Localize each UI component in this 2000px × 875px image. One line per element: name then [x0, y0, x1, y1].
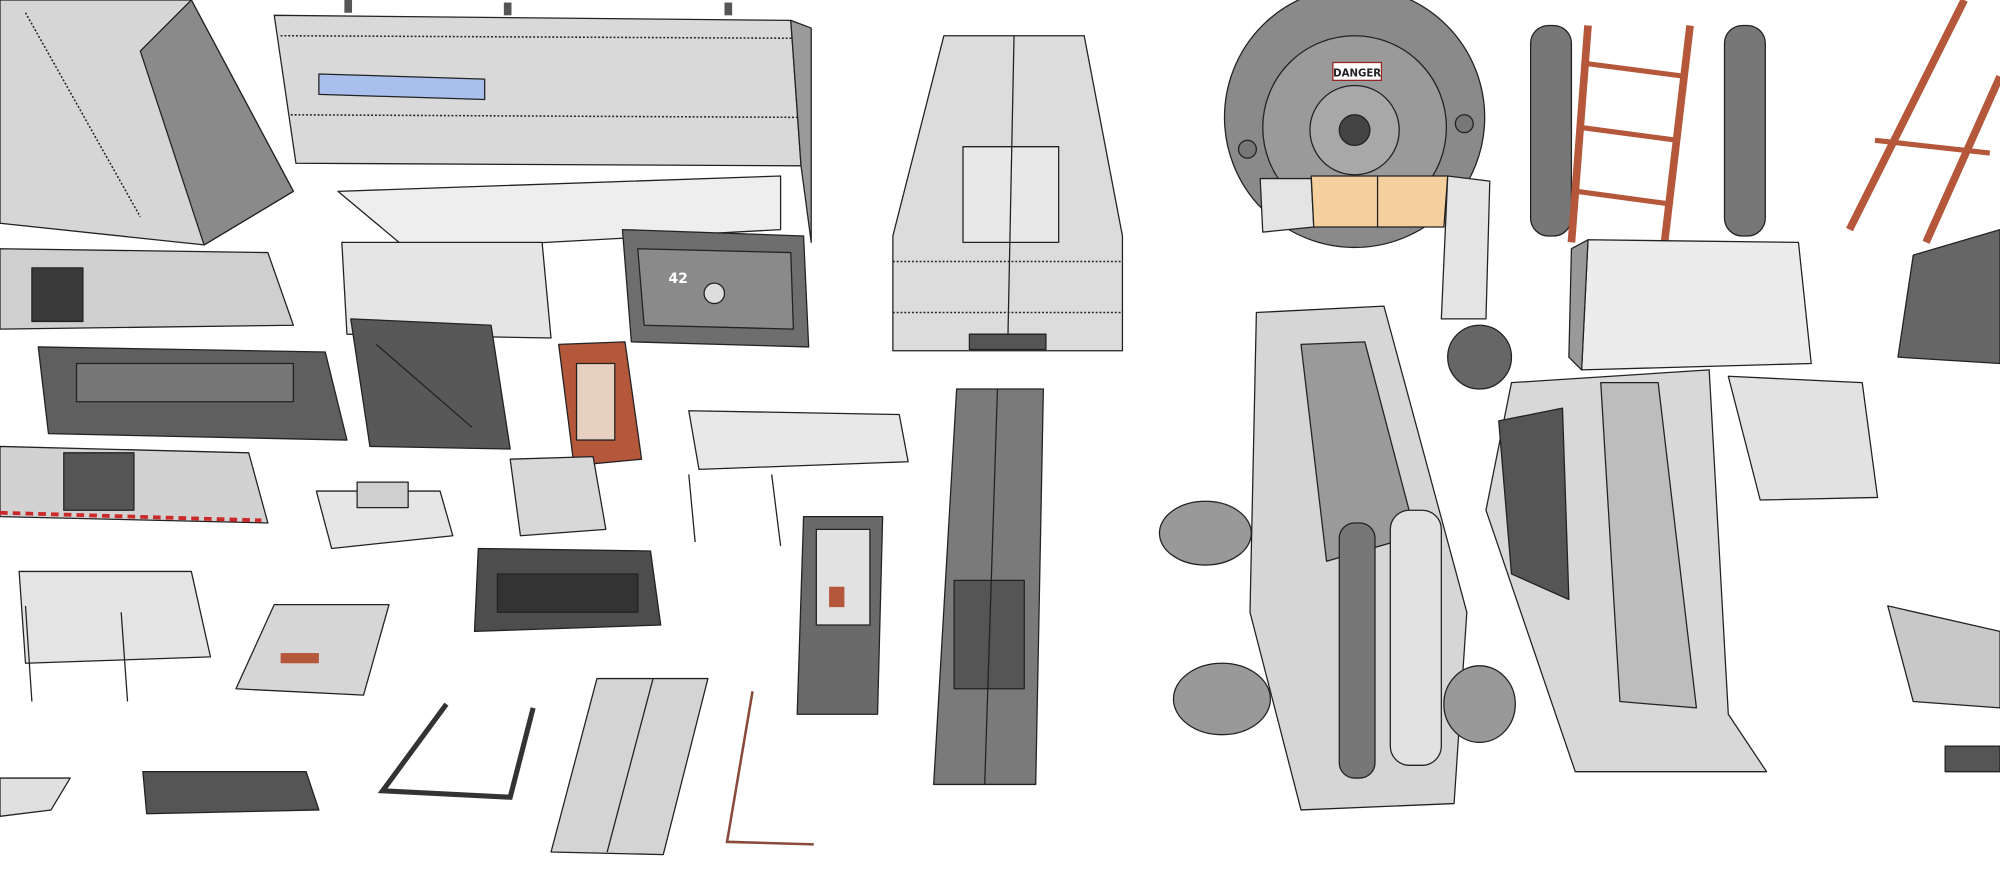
ladder-cylinders [1529, 24, 1766, 243]
pipe-machine [1158, 305, 1516, 811]
generator-machine [1485, 369, 1879, 773]
armored-vehicle-module [892, 35, 1124, 352]
tall-pillar [933, 388, 1045, 786]
storage-box [1568, 239, 1812, 371]
dark-console-panel [341, 241, 552, 450]
small-parts-cluster [0, 410, 909, 856]
long-wall-panel [273, 0, 812, 251]
window-glass [318, 73, 486, 101]
reactor-disk: DANGER [1223, 0, 1491, 320]
danger-sign [1332, 61, 1383, 81]
panel-number-label: 42 [668, 271, 688, 287]
rust-canister [558, 341, 643, 467]
right-edge-parts [1846, 0, 2000, 773]
wall-panel-top-left [0, 0, 295, 246]
danger-sign-label: DANGER [1333, 69, 1381, 80]
panel-strips-left [0, 248, 348, 524]
door-panel-42: 42 [621, 228, 810, 348]
